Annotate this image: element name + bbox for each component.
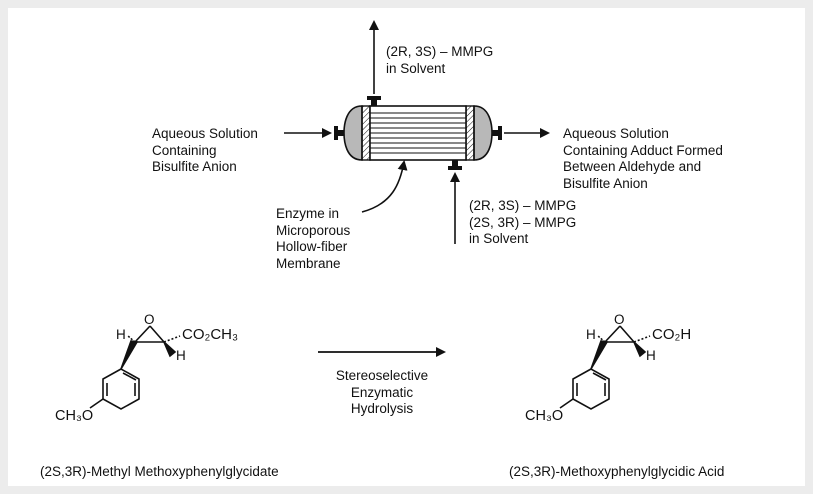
reactor-left-endcap xyxy=(343,105,371,161)
reactant-structure xyxy=(89,325,181,410)
reactant-methoxy: CH₃O xyxy=(55,408,94,424)
product-name: (2S,3R)-Methoxyphenylglycidic Acid xyxy=(509,464,725,479)
top-outlet-label: (2R, 3S) – MMPG in Solvent xyxy=(386,44,494,76)
reactor-right-endcap xyxy=(465,105,493,161)
reactant-substituent: CO₂CH₃ xyxy=(182,326,239,343)
product-h-top: H xyxy=(586,327,596,342)
left-inlet-label: Aqueous Solution Containing Bisulfite An… xyxy=(152,126,258,174)
product-substituent: CO₂H xyxy=(652,326,692,343)
left-nozzle xyxy=(334,126,344,140)
enzyme-label: Enzyme in Microporous Hollow-fiber Membr… xyxy=(276,206,351,271)
product-structure xyxy=(559,325,651,410)
hollow-fiber-bundle xyxy=(370,112,466,154)
top-nozzle xyxy=(367,96,381,106)
product-methoxy: CH₃O xyxy=(525,408,564,424)
right-nozzle xyxy=(492,126,502,140)
right-outlet-label: Aqueous Solution Containing Adduct Forme… xyxy=(563,126,723,191)
reactant-ring-oxygen: O xyxy=(144,312,155,327)
product-h-bottom: H xyxy=(646,348,656,363)
enzyme-pointer-arrow xyxy=(361,160,408,213)
bottom-nozzle xyxy=(448,160,462,170)
bottom-inlet-label: (2R, 3S) – MMPG (2S, 3R) – MMPG in Solve… xyxy=(469,198,577,246)
reaction-conditions: Stereoselective Enzymatic Hydrolysis xyxy=(335,368,429,416)
reactant-h-top: H xyxy=(116,327,126,342)
reactant-h-bottom: H xyxy=(176,348,186,363)
product-ring-oxygen: O xyxy=(614,312,625,327)
figure-panel xyxy=(8,8,805,486)
reactant-name: (2S,3R)-Methyl Methoxyphenylglycidate xyxy=(40,464,279,479)
